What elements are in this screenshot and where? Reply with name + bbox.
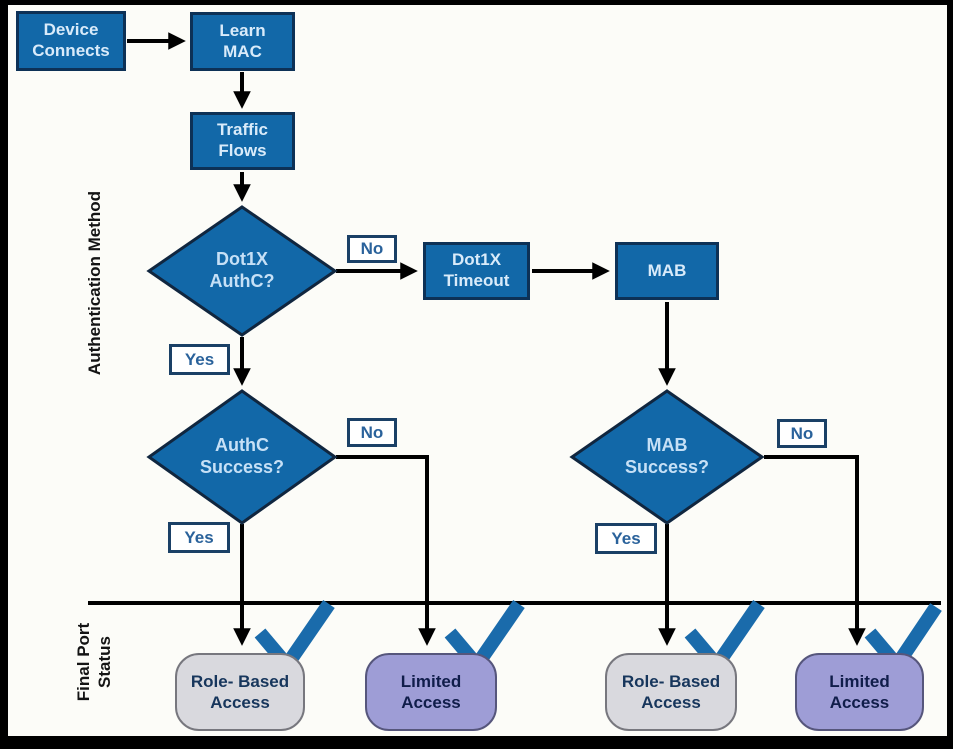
- edge-label-authc-no: No: [347, 418, 397, 447]
- decision-authc-success-label: AuthC Success?: [199, 435, 285, 477]
- node-device-connects: Device Connects: [16, 11, 126, 71]
- edge-label-mab-no: No: [777, 419, 827, 448]
- outcome-role-based-access-1: Role- Based Access: [175, 653, 305, 731]
- decision-authc-success: [146, 389, 338, 525]
- section-label-final-port-status: Final Port Status: [73, 622, 114, 702]
- node-mab: MAB: [615, 242, 719, 300]
- node-dot1x-timeout: Dot1X Timeout: [423, 242, 530, 300]
- outcome-limited-access-1: Limited Access: [365, 653, 497, 731]
- edge-label-dot1x-yes: Yes: [169, 344, 230, 375]
- node-learn-mac: Learn MAC: [190, 12, 295, 71]
- outcome-limited-access-2: Limited Access: [795, 653, 924, 731]
- decision-mab-success: [569, 389, 765, 525]
- node-traffic-flows: Traffic Flows: [190, 112, 295, 170]
- connector-authcsuccess-no-to-limited1: [336, 455, 436, 646]
- edge-label-mab-yes: Yes: [595, 523, 657, 554]
- connector-mabsuccess-no-to-limited2: [764, 455, 866, 646]
- outcome-role-based-access-2: Role- Based Access: [605, 653, 737, 731]
- section-label-authentication-method: Authentication Method: [85, 190, 104, 376]
- diagram-background: [8, 5, 947, 736]
- decision-dot1x-authc: [146, 205, 338, 337]
- decision-mab-success-label: MAB Success?: [624, 435, 710, 477]
- edge-label-dot1x-no: No: [347, 235, 397, 263]
- decision-dot1x-authc-label: Dot1X AuthC?: [209, 249, 275, 291]
- edge-label-authc-yes: Yes: [168, 522, 230, 553]
